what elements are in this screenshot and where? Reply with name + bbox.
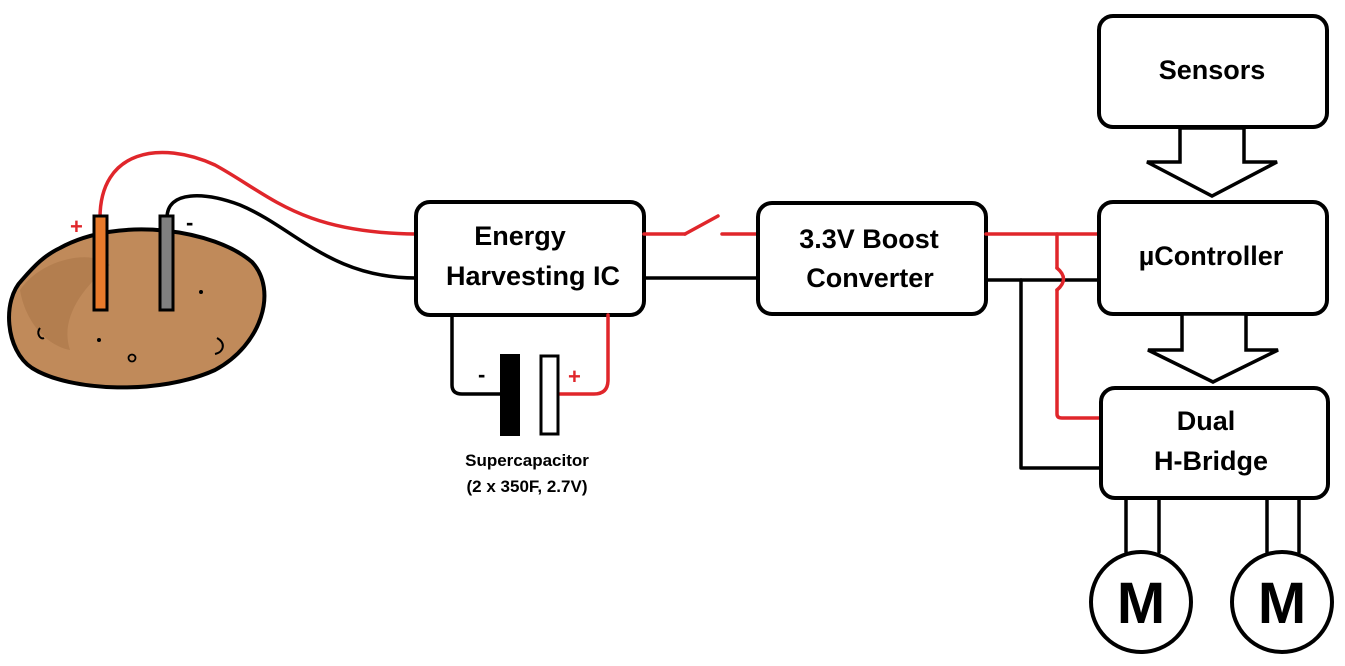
supercap-label: Supercapacitor [465, 451, 589, 470]
switch-icon [683, 214, 720, 236]
motor2-label: M [1258, 571, 1306, 636]
potato-minus-sign: - [186, 210, 193, 235]
boost-line2: Converter [806, 263, 934, 293]
motor-icon: M [1230, 550, 1334, 654]
supercap-negative-wire [450, 313, 502, 396]
supercap-minus-sign: - [478, 362, 485, 387]
controller-label: µController [1139, 241, 1284, 271]
energy-ic-line1: Energy [474, 221, 566, 251]
energy-harvesting-ic-block: Energy Harvesting IC [414, 200, 646, 317]
potato-plus-sign: + [70, 214, 83, 239]
sensors-label: Sensors [1159, 55, 1266, 85]
motor2-circle [1230, 550, 1334, 654]
motor-icon: M [1089, 550, 1193, 654]
boost-converter-block: 3.3V Boost Converter [756, 201, 988, 316]
capacitor-icon [500, 354, 560, 436]
capacitor-positive-plate [539, 354, 560, 436]
potato-negative-wire [165, 194, 418, 280]
supercap-spec: (2 x 350F, 2.7V) [467, 477, 588, 496]
copper-electrode [92, 214, 109, 312]
energy-ic-line2: Harvesting IC [446, 261, 620, 291]
capacitor-negative-plate [500, 354, 520, 436]
motor1-label: M [1117, 571, 1165, 636]
supercap-positive-wire [558, 313, 610, 396]
hbridge-line1: Dual [1177, 406, 1236, 436]
sensors-block: Sensors [1097, 14, 1329, 129]
potato-positive-wire [98, 150, 418, 236]
ground-to-hbridge-wire [1019, 278, 1102, 470]
boost-line1: 3.3V Boost [799, 224, 939, 254]
zinc-electrode [158, 214, 175, 312]
crossover-hop [1055, 266, 1066, 292]
supercap-plus-sign: + [568, 364, 581, 389]
h-bridge-block: Dual H-Bridge [1099, 386, 1330, 500]
potato-highlight [20, 257, 110, 350]
arrow-down-icon [1146, 126, 1278, 198]
motor1-circle [1089, 550, 1193, 654]
microcontroller-block: µController [1097, 200, 1329, 316]
hbridge-line2: H-Bridge [1154, 446, 1268, 476]
boost-vout-to-hbridge-wire-lower [1055, 288, 1102, 420]
potato-icon [7, 227, 267, 390]
arrow-down-icon [1147, 312, 1279, 384]
